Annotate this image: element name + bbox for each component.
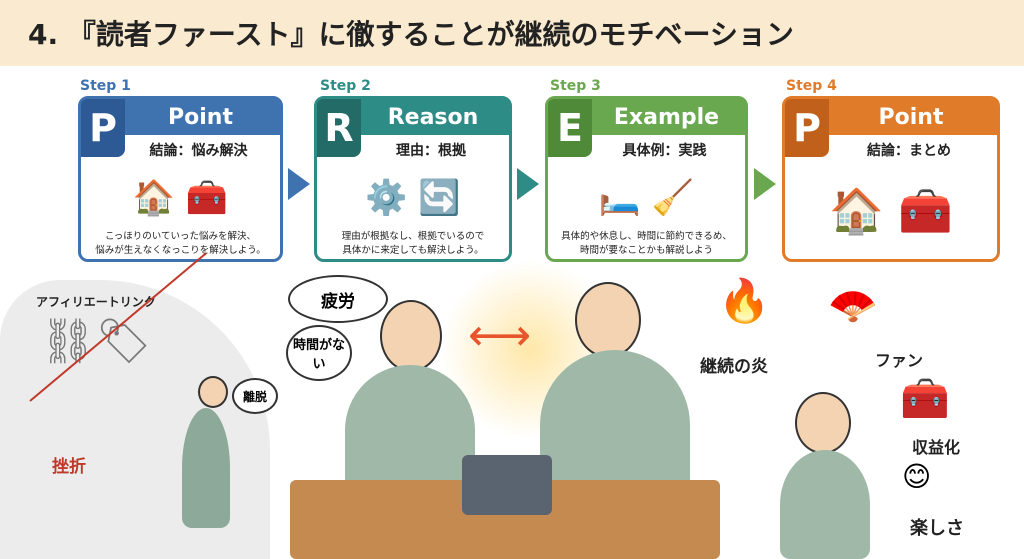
- double-arrow-icon: ⟷: [468, 310, 532, 361]
- card-desc: こっほりのいていった悩みを解決、: [104, 231, 257, 242]
- step-1-label: Step 1: [80, 78, 131, 94]
- card-point: Point P 結論：悩み解決 🏠 🧰 こっほりのいていった悩みを解決、 悩みが…: [78, 96, 283, 262]
- no-time-bubble: 時間がない: [286, 325, 352, 381]
- chain-icon: ⛓🏷: [40, 316, 152, 367]
- monetize-label: 収益化: [912, 438, 961, 457]
- card-desc: 具体的や休息し、時間に節約できるめ、: [561, 231, 732, 242]
- setback-label: 挫折: [52, 457, 86, 477]
- happy-man-head: [795, 392, 851, 454]
- card-desc: 具体かに来定しても解決しよう。: [342, 245, 484, 256]
- step-2-label: Step 2: [320, 78, 371, 94]
- page-title: 4. 『読者ファースト』に徹することが継続のモチベーション: [0, 0, 1024, 66]
- leave-bubble: 離脱: [232, 378, 278, 414]
- affiliate-label: アフィリエートリンク: [36, 295, 156, 309]
- card-letter: P: [81, 99, 125, 157]
- arrow-icon: [288, 168, 310, 200]
- walking-man: [198, 376, 228, 408]
- card-letter: R: [317, 99, 361, 157]
- card-desc: 理由が根拠なし、根拠でいるので: [341, 231, 485, 242]
- rest-cleaning-icon: 🛏️ 🧹: [598, 178, 695, 218]
- mentor-head: [575, 282, 641, 358]
- card-subtitle: 結論：悩み解決: [149, 143, 248, 159]
- card-desc: 悩みが生えなくなっこりを解決しよう。: [95, 245, 266, 256]
- house-chest-icon: 🏠 🧰: [132, 178, 229, 218]
- card-subtitle: 結論：まとめ: [867, 143, 951, 159]
- fan-icon: 🪭: [828, 283, 878, 329]
- step-3-label: Step 3: [550, 78, 601, 94]
- arrow-icon: [517, 168, 539, 200]
- card-subtitle: 具体例：実践: [622, 143, 707, 159]
- mentor-body: [540, 350, 690, 500]
- gears-icon: ⚙️ 🔄: [365, 178, 461, 218]
- step-4-label: Step 4: [786, 78, 837, 94]
- fun-label: 楽しさ: [910, 518, 964, 539]
- fatigue-bubble: 疲労: [288, 275, 388, 323]
- card-letter: P: [785, 99, 829, 157]
- flame-icon: 🔥: [718, 276, 771, 325]
- card-subtitle: 理由：根拠: [396, 143, 466, 159]
- tablet-icon: [462, 455, 552, 515]
- tired-man-head: [380, 300, 442, 372]
- card-letter: E: [548, 99, 592, 157]
- flame-label: 継続の炎: [700, 357, 768, 377]
- chest-icon: 🧰: [900, 376, 950, 422]
- walking-man-body: [182, 408, 230, 528]
- card-point-summary: Point P 結論：まとめ 🏠 🧰: [782, 96, 1000, 262]
- card-example: Example E 具体例：実践 🛏️ 🧹 具体的や休息し、時間に節約できるめ、…: [545, 96, 748, 262]
- tired-man-body: [345, 365, 475, 495]
- fan-label: ファン: [875, 351, 924, 370]
- fan-smile-icon: 😊: [902, 460, 932, 493]
- card-reason: Reason R 理由：根拠 ⚙️ 🔄 理由が根拠なし、根拠でいるので 具体かに…: [314, 96, 512, 262]
- card-desc: 時間が要なことかも解説しよう: [579, 245, 713, 256]
- arrow-icon: [754, 168, 776, 200]
- house-chest-icon: 🏠 🧰: [829, 186, 953, 237]
- happy-man-body: [780, 450, 870, 559]
